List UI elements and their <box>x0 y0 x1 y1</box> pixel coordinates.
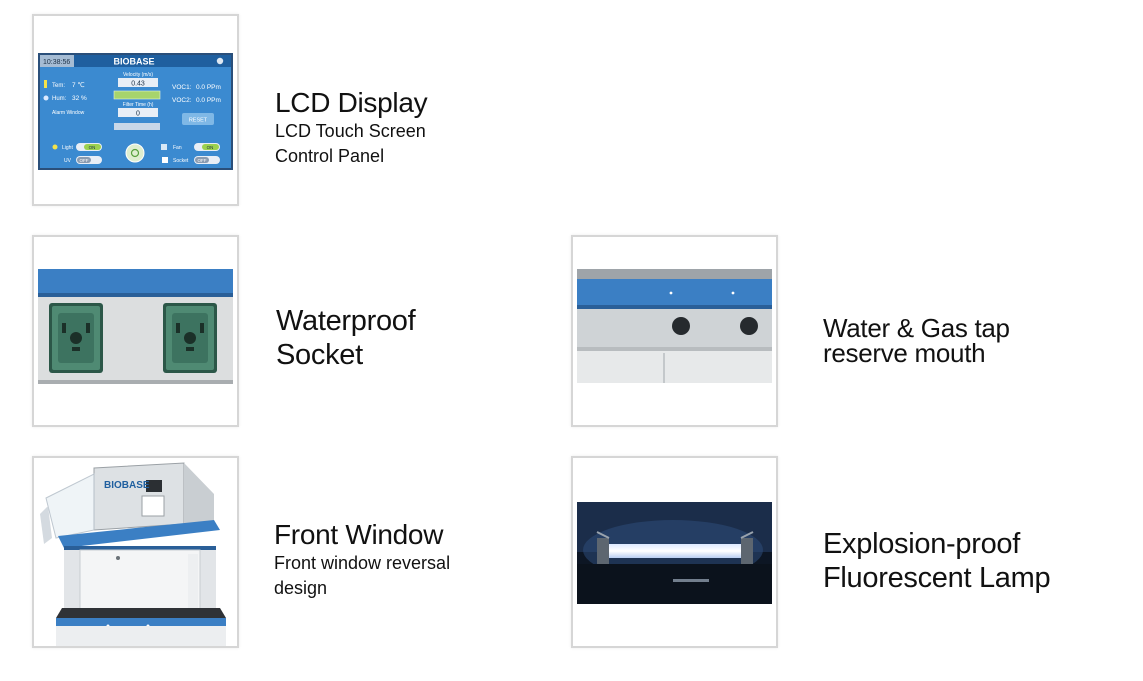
lcd-brand: BIOBASE <box>113 57 154 67</box>
svg-text:Fan: Fan <box>173 145 182 151</box>
front-window-subtitle-line-2: design <box>274 578 328 598</box>
water-gas-tap-icon <box>573 237 776 425</box>
water-gas-tap-title-line-1: Water & Gas tap <box>823 313 1010 343</box>
fluorescent-lamp-image-frame <box>571 456 778 648</box>
water-gas-tap-image-frame <box>571 235 778 427</box>
water-gas-tap-title-line-2: reserve mouth <box>823 338 986 368</box>
fluorescent-lamp-title-line-2: Fluorescent Lamp <box>823 562 1051 594</box>
fluorescent-lamp-caption: Explosion-proof Fluorescent Lamp <box>823 527 1051 595</box>
svg-text:OFF: OFF <box>198 158 207 163</box>
lcd-control-panel-icon: 10:38:56 BIOBASE Tem: 7 ℃ Hum: 32 % Alar… <box>34 16 237 204</box>
svg-text:VOC2:: VOC2: <box>172 97 192 104</box>
svg-text:Socket: Socket <box>173 158 189 164</box>
svg-text:0: 0 <box>136 111 140 118</box>
svg-text:0.43: 0.43 <box>131 81 145 88</box>
svg-text:Velocity (m/s): Velocity (m/s) <box>123 72 153 78</box>
hood-brand: BIOBASE <box>104 480 150 491</box>
lcd-display-subtitle-line-1: LCD Touch Screen <box>275 121 426 141</box>
front-window-title: Front Window <box>274 519 444 550</box>
svg-text:RESET: RESET <box>189 118 208 124</box>
waterproof-socket-icon <box>34 237 237 425</box>
svg-text:OFF: OFF <box>80 158 89 163</box>
lcd-clock: 10:38:56 <box>43 59 70 66</box>
svg-text:ON: ON <box>207 145 214 150</box>
waterproof-socket-caption: Waterproof Socket <box>276 304 416 372</box>
fluorescent-lamp-icon <box>573 458 776 646</box>
svg-text:Tem:: Tem: <box>52 83 65 89</box>
waterproof-socket-image-frame <box>32 235 239 427</box>
svg-text:Light: Light <box>62 145 73 151</box>
svg-text:ON: ON <box>89 145 96 150</box>
svg-text:7 ℃: 7 ℃ <box>72 81 85 89</box>
fume-hood-front-window-icon: BIOBASE <box>34 458 237 646</box>
waterproof-socket-title-line-2: Socket <box>276 339 363 371</box>
svg-text:VOC1:: VOC1: <box>172 84 192 91</box>
svg-text:Alarm Window: Alarm Window <box>52 110 85 116</box>
svg-text:0.0 PPm: 0.0 PPm <box>196 84 221 91</box>
front-window-subtitle-line-1: Front window reversal <box>274 553 451 573</box>
svg-text:0.0 PPm: 0.0 PPm <box>196 97 221 104</box>
lcd-display-subtitle-line-2: Control Panel <box>275 146 385 166</box>
lcd-display-title: LCD Display <box>275 87 428 118</box>
water-gas-tap-caption: Water & Gas tap reserve mouth <box>823 313 1010 368</box>
fluorescent-lamp-title-line-1: Explosion-proof <box>823 528 1020 560</box>
svg-text:UV: UV <box>64 158 72 164</box>
front-window-image-frame: BIOBASE <box>32 456 239 648</box>
front-window-caption: Front Window Front window reversal desig… <box>274 518 450 601</box>
lcd-display-caption: LCD Display LCD Touch Screen Control Pan… <box>275 86 428 169</box>
svg-text:32 %: 32 % <box>72 95 87 102</box>
lcd-display-image-frame: 10:38:56 BIOBASE Tem: 7 ℃ Hum: 32 % Alar… <box>32 14 239 206</box>
waterproof-socket-title-line-1: Waterproof <box>276 305 416 337</box>
svg-text:Hum:: Hum: <box>52 96 67 102</box>
svg-text:Filter Time (h): Filter Time (h) <box>123 102 154 108</box>
